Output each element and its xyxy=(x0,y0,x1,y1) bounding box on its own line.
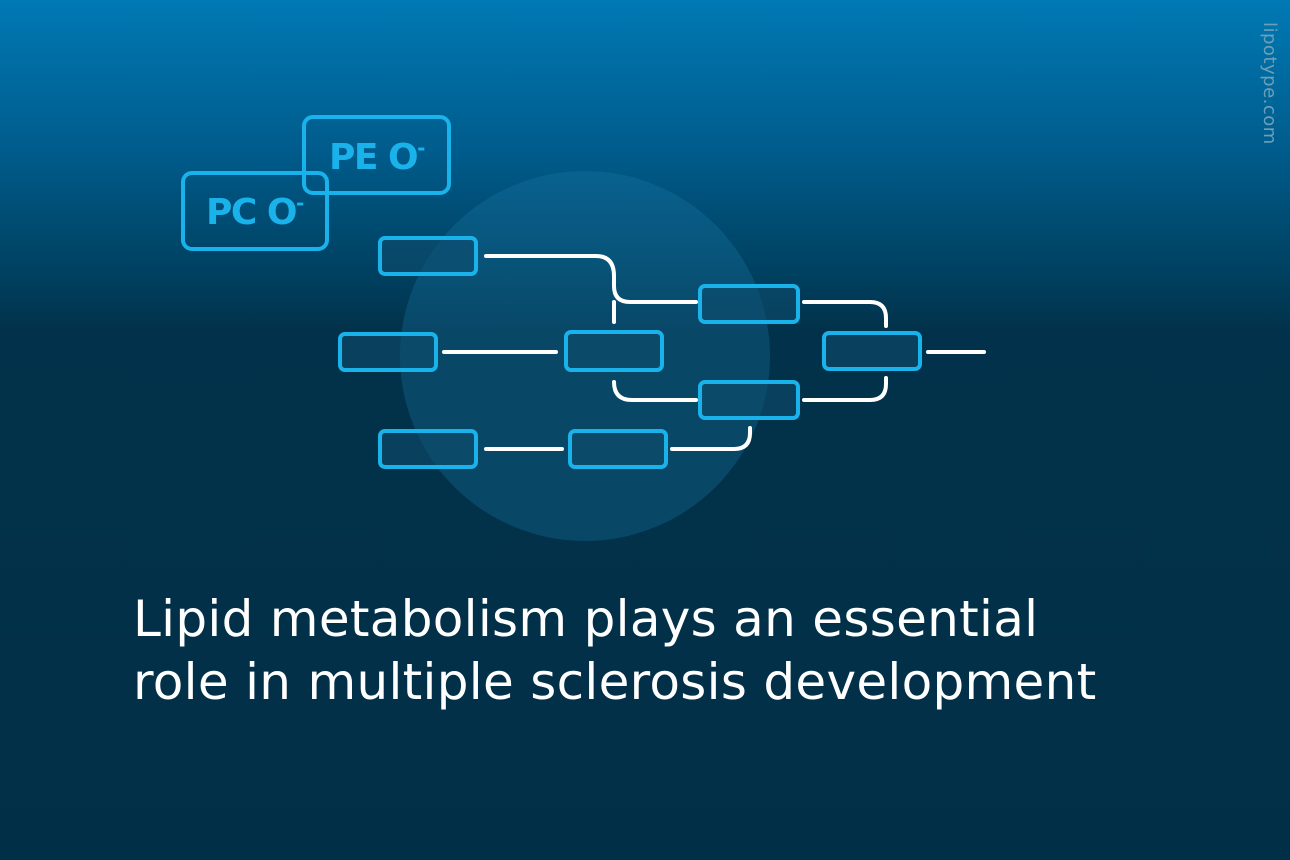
connector-center-to-lower xyxy=(612,380,698,402)
node-bottom-mid xyxy=(568,429,668,469)
pe-label-box xyxy=(302,115,451,195)
lipid-label-pe: PE O- xyxy=(302,115,451,195)
lipid-label-pc: PC O- xyxy=(181,171,329,251)
node-center xyxy=(564,330,664,372)
node-lower-right xyxy=(698,380,800,420)
node-mid-left xyxy=(338,332,438,372)
pc-label-text: PC O- xyxy=(206,191,304,233)
pathway-nodes xyxy=(338,236,922,469)
connector-upper-to-right xyxy=(802,300,888,328)
connectors xyxy=(442,254,986,451)
brand-watermark: lipotype.com xyxy=(1259,22,1280,145)
headline: Lipid metabolism plays an essential role… xyxy=(133,588,1233,714)
node-bottom-left xyxy=(378,429,478,469)
node-top-left xyxy=(378,236,478,276)
connector-top-to-upper xyxy=(484,254,698,304)
pe-label-text: PE O- xyxy=(329,136,425,178)
connector-lower-to-right xyxy=(802,376,888,402)
pc-label-box xyxy=(181,171,329,251)
headline-line-2: role in multiple sclerosis development xyxy=(133,653,1097,711)
connector-bottom-mid-to-lower xyxy=(670,426,752,451)
node-upper-right xyxy=(698,284,800,324)
node-far-right xyxy=(822,331,922,371)
headline-line-1: Lipid metabolism plays an essential xyxy=(133,590,1039,648)
